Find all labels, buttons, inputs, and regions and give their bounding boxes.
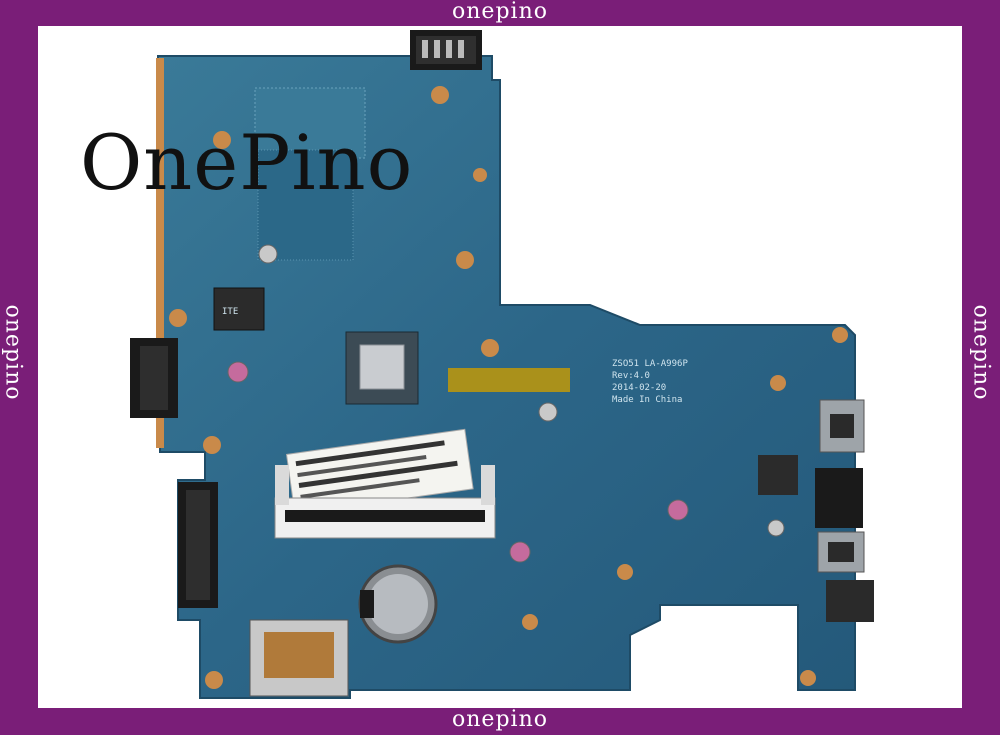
lan-chip xyxy=(758,455,798,495)
label-sticker xyxy=(285,428,474,515)
silk-date: 2014-02-20 xyxy=(612,383,666,393)
power-connector xyxy=(410,30,482,70)
capacitors xyxy=(227,244,785,563)
silk-model: ZSO51 LA-A996P xyxy=(612,359,688,369)
board-edge xyxy=(156,58,164,448)
usb-port-2 xyxy=(817,531,865,573)
sata-connector-top xyxy=(130,338,178,418)
ethernet-port xyxy=(815,468,863,528)
apu-chip xyxy=(345,331,419,405)
ram-slot xyxy=(274,465,496,539)
ec-chip xyxy=(213,287,265,331)
cmos-battery xyxy=(358,564,438,644)
sata-connector-bottom xyxy=(178,482,218,608)
bottom-connector xyxy=(249,619,349,697)
kapton-tape xyxy=(448,368,570,392)
audio-jack xyxy=(826,580,874,622)
svg-text:ITE: ITE xyxy=(222,307,238,317)
silk-rev: Rev:4.0 xyxy=(612,371,650,381)
brand-logo-text: OnePino xyxy=(80,118,414,207)
mounting-holes xyxy=(169,86,848,689)
watermark-top: onepino xyxy=(452,0,548,24)
silk-origin: Made In China xyxy=(612,395,682,405)
usb-port-1 xyxy=(819,399,865,453)
bga-area xyxy=(254,87,366,261)
watermark-bottom: onepino xyxy=(452,707,548,732)
watermark-right: onepino xyxy=(968,304,994,401)
watermark-left: onepino xyxy=(0,304,26,401)
